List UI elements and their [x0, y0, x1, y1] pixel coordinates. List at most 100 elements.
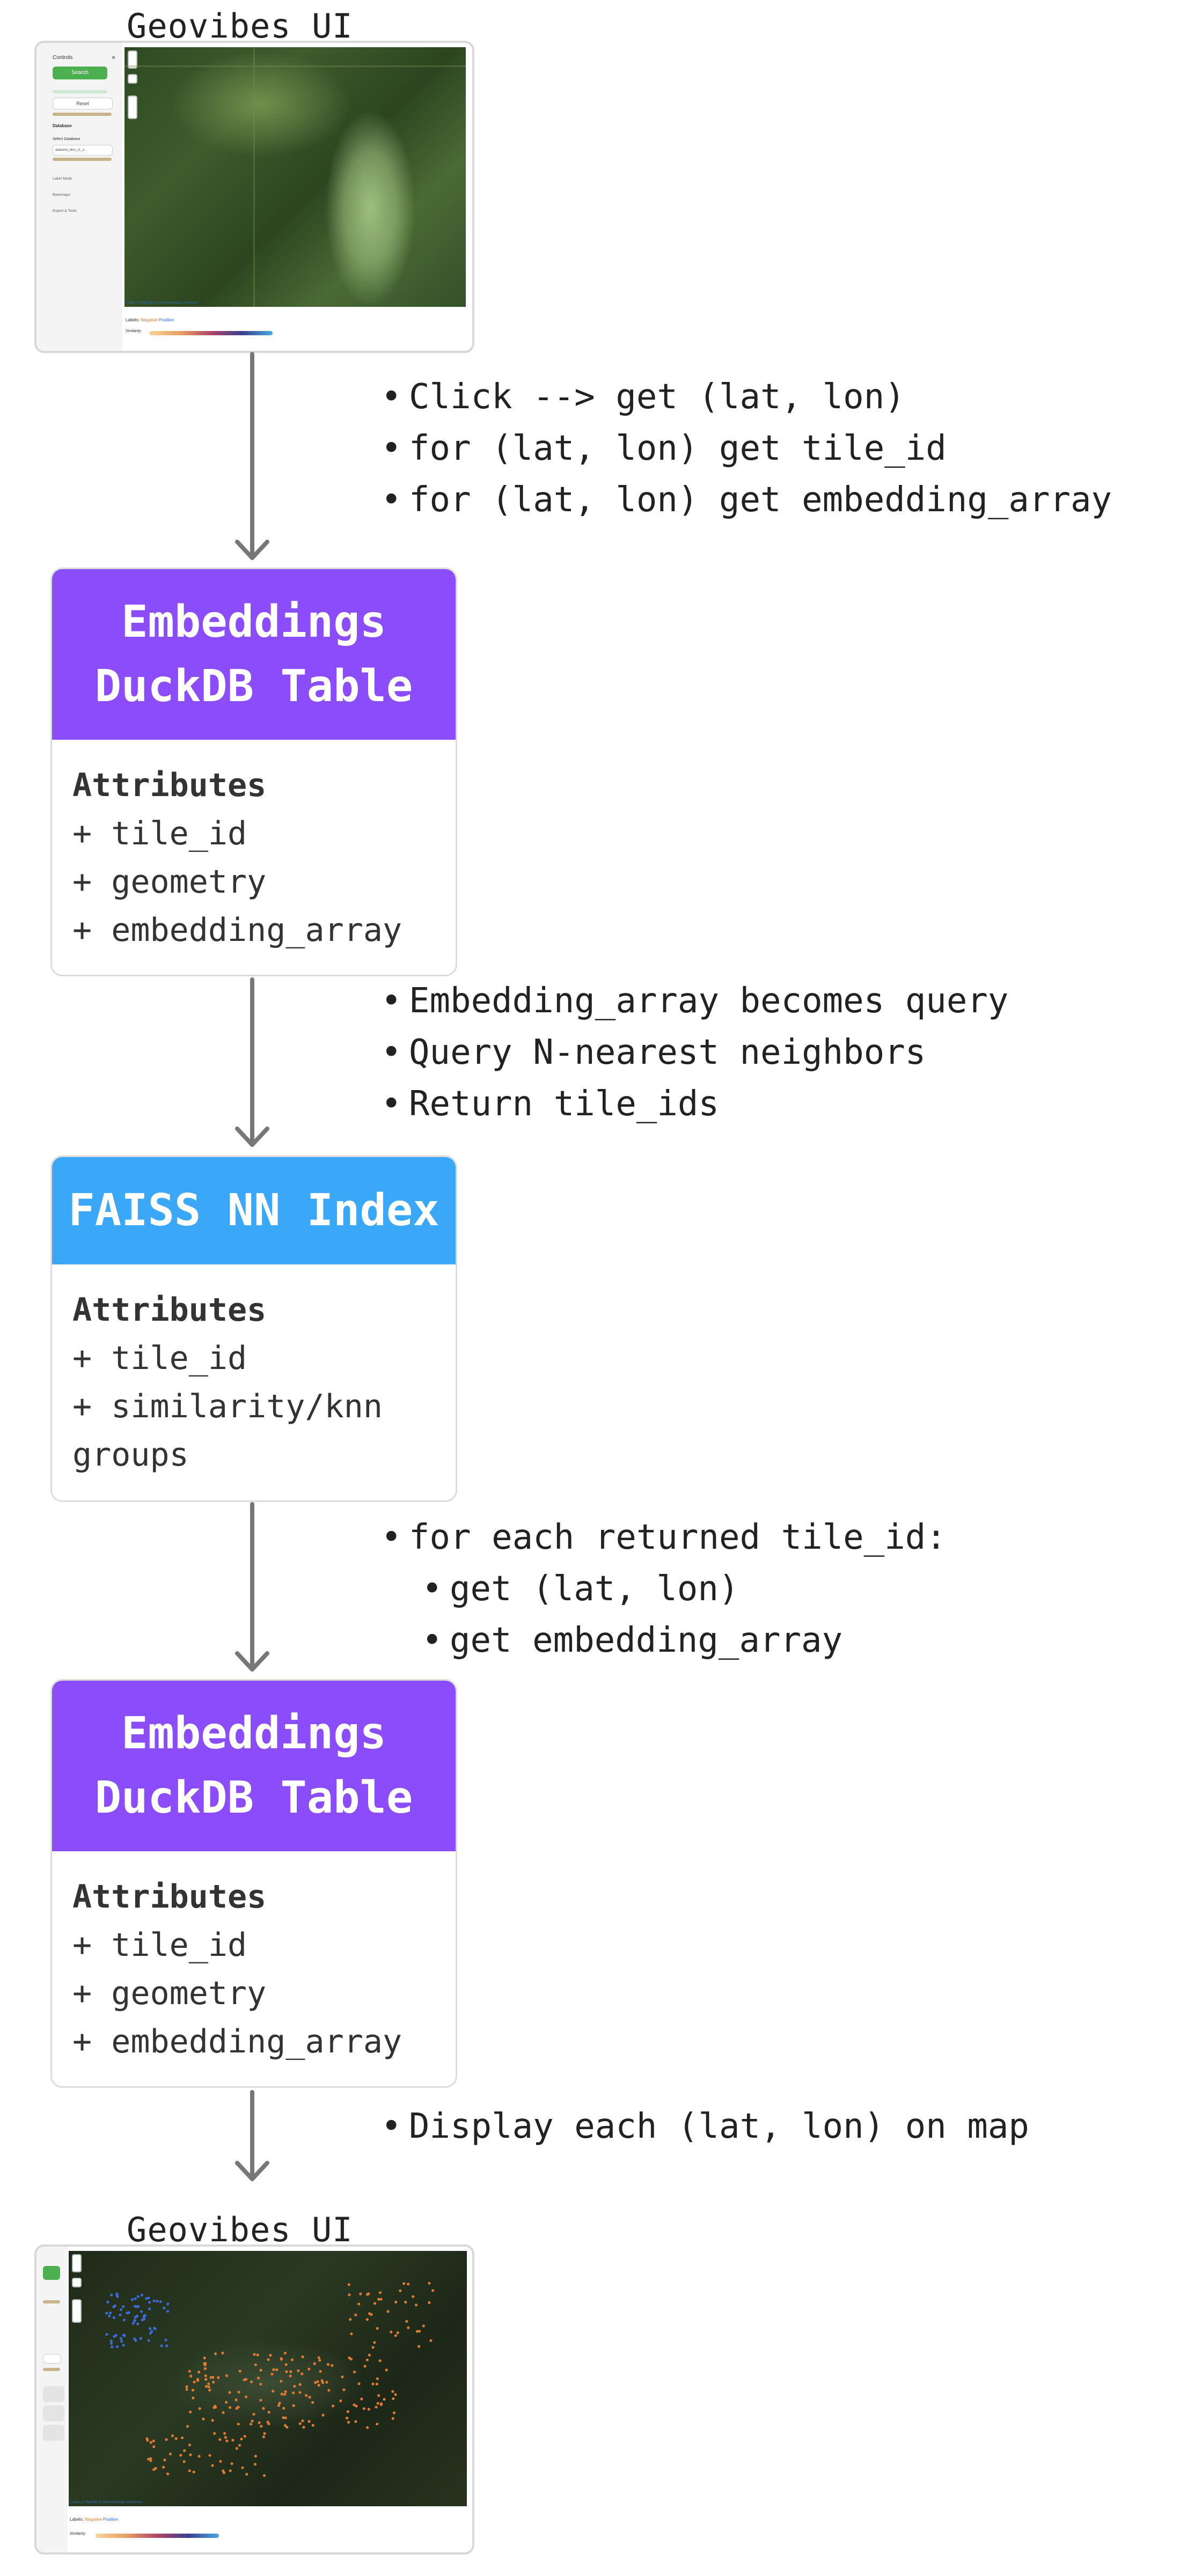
result-point[interactable]	[267, 2358, 270, 2361]
result-point[interactable]	[203, 2362, 206, 2365]
result-point[interactable]	[366, 2426, 369, 2429]
result-point[interactable]	[120, 2339, 123, 2343]
result-point[interactable]	[251, 2419, 254, 2423]
result-point[interactable]	[218, 2438, 222, 2441]
result-point[interactable]	[143, 2314, 146, 2317]
result-point[interactable]	[225, 2401, 228, 2404]
result-point[interactable]	[326, 2363, 330, 2366]
result-point[interactable]	[354, 2313, 357, 2316]
result-point[interactable]	[371, 2346, 375, 2349]
result-point[interactable]	[313, 2362, 316, 2365]
result-point[interactable]	[292, 2404, 295, 2407]
result-point[interactable]	[318, 2359, 321, 2362]
result-point[interactable]	[134, 2339, 137, 2342]
result-point[interactable]	[186, 2425, 189, 2428]
result-point[interactable]	[211, 2464, 214, 2467]
database-slider[interactable]	[43, 2368, 60, 2371]
result-point[interactable]	[301, 2372, 304, 2375]
result-point[interactable]	[122, 2334, 125, 2337]
database-select[interactable]: alabama_dino_v1_v...	[53, 145, 113, 156]
result-point[interactable]	[270, 2373, 274, 2376]
result-point[interactable]	[130, 2298, 134, 2301]
map-attribution[interactable]: Leaflet | © MapTiler © OpenStreetMap con…	[70, 2501, 143, 2504]
locate-icon[interactable]	[128, 74, 137, 84]
result-point[interactable]	[396, 2331, 399, 2335]
result-point[interactable]	[181, 2436, 184, 2439]
result-point[interactable]	[237, 2390, 240, 2394]
result-point[interactable]	[183, 2449, 186, 2452]
result-point[interactable]	[284, 2416, 287, 2419]
result-point[interactable]	[379, 2403, 383, 2406]
result-point[interactable]	[166, 2472, 170, 2476]
result-point[interactable]	[153, 2327, 156, 2330]
result-point[interactable]	[111, 2345, 114, 2349]
result-point[interactable]	[253, 2463, 257, 2466]
result-point[interactable]	[135, 2305, 138, 2308]
result-point[interactable]	[197, 2371, 201, 2374]
result-point[interactable]	[262, 2435, 265, 2439]
result-point[interactable]	[134, 2297, 137, 2300]
result-point[interactable]	[272, 2368, 275, 2371]
result-point[interactable]	[399, 2289, 402, 2292]
result-point[interactable]	[319, 2370, 322, 2373]
result-point[interactable]	[243, 2434, 246, 2438]
result-point[interactable]	[305, 2394, 308, 2397]
result-point[interactable]	[362, 2407, 366, 2410]
result-point[interactable]	[149, 2459, 152, 2462]
reset-button[interactable]: Reset	[53, 98, 113, 109]
result-point[interactable]	[282, 2416, 285, 2419]
result-point[interactable]	[145, 2297, 148, 2300]
result-point[interactable]	[378, 2359, 382, 2362]
result-point[interactable]	[332, 2404, 335, 2408]
zoom-control[interactable]	[72, 2254, 82, 2272]
result-point[interactable]	[149, 2441, 152, 2444]
result-point[interactable]	[189, 2453, 192, 2456]
result-point[interactable]	[429, 2339, 433, 2342]
section-basemaps[interactable]	[43, 2405, 64, 2422]
result-point[interactable]	[240, 2438, 243, 2441]
result-point[interactable]	[221, 2351, 224, 2354]
result-point[interactable]	[363, 2365, 367, 2368]
result-point[interactable]	[391, 2417, 394, 2420]
result-point[interactable]	[205, 2385, 208, 2388]
result-point[interactable]	[113, 2335, 116, 2338]
result-point[interactable]	[230, 2462, 233, 2465]
result-point[interactable]	[204, 2374, 207, 2378]
result-point[interactable]	[179, 2454, 182, 2457]
result-point[interactable]	[109, 2339, 113, 2343]
result-point[interactable]	[229, 2406, 232, 2409]
result-point[interactable]	[284, 2363, 288, 2366]
result-point[interactable]	[164, 2338, 167, 2342]
result-point[interactable]	[262, 2407, 265, 2410]
result-point[interactable]	[109, 2312, 112, 2315]
result-point[interactable]	[379, 2298, 383, 2301]
result-point[interactable]	[166, 2302, 170, 2306]
result-point[interactable]	[106, 2300, 109, 2303]
result-point[interactable]	[283, 2393, 287, 2396]
result-point[interactable]	[119, 2313, 122, 2316]
result-point[interactable]	[348, 2293, 351, 2297]
result-point[interactable]	[407, 2283, 410, 2286]
result-point[interactable]	[354, 2420, 357, 2423]
result-point[interactable]	[238, 2369, 241, 2373]
result-point[interactable]	[298, 2391, 302, 2394]
result-point[interactable]	[162, 2465, 165, 2469]
result-point[interactable]	[174, 2437, 178, 2440]
result-point[interactable]	[347, 2283, 350, 2286]
result-point[interactable]	[166, 2309, 170, 2313]
result-point[interactable]	[293, 2384, 296, 2388]
result-point[interactable]	[263, 2432, 266, 2435]
result-point[interactable]	[139, 2337, 143, 2340]
result-point[interactable]	[256, 2376, 260, 2380]
result-point[interactable]	[298, 2383, 302, 2386]
result-point[interactable]	[192, 2470, 195, 2474]
result-point[interactable]	[241, 2466, 244, 2469]
result-point[interactable]	[392, 2411, 396, 2415]
result-point[interactable]	[222, 2411, 225, 2414]
result-point[interactable]	[168, 2453, 172, 2456]
result-point[interactable]	[182, 2460, 186, 2463]
result-point[interactable]	[359, 2292, 362, 2295]
result-point[interactable]	[258, 2421, 261, 2424]
result-point[interactable]	[136, 2322, 140, 2325]
result-point[interactable]	[317, 2383, 320, 2387]
